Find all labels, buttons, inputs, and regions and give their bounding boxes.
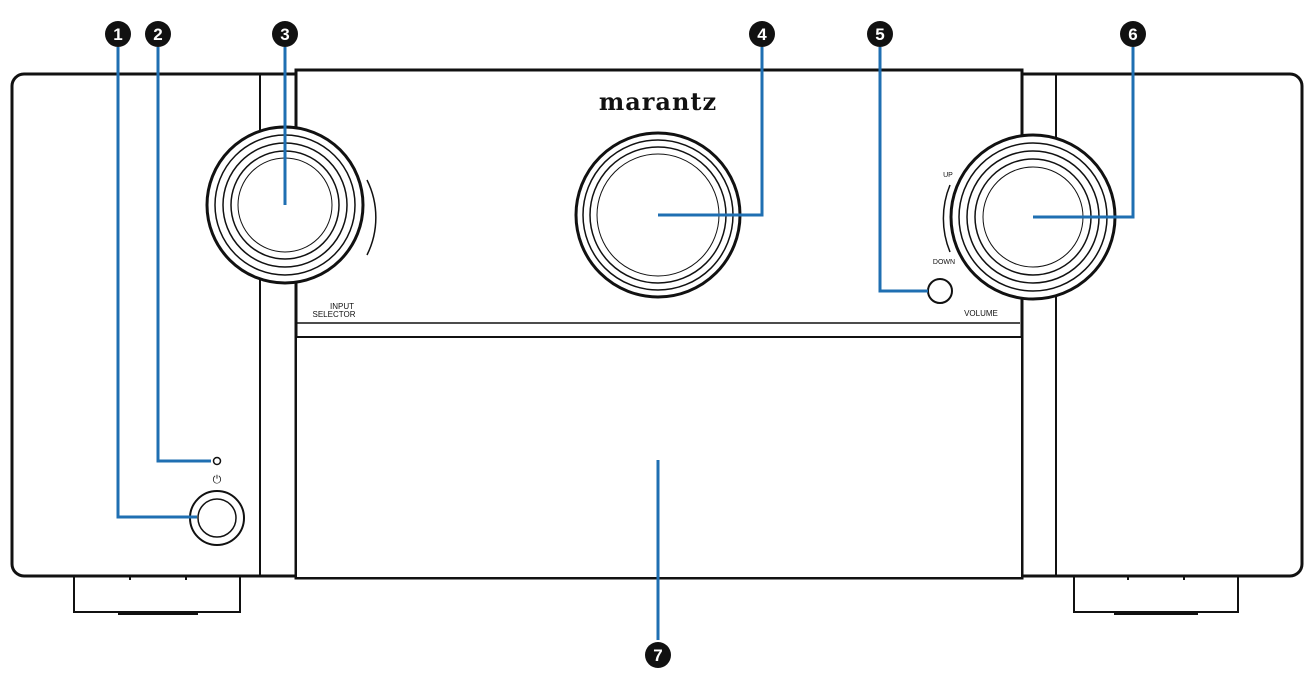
svg-text:3: 3 [280, 25, 289, 44]
callout-2: 2 [145, 21, 171, 47]
brand-logo: marantz [599, 87, 717, 116]
leader-line-2 [156, 47, 211, 463]
svg-text:5: 5 [875, 25, 884, 44]
svg-text:1: 1 [113, 25, 122, 44]
callout-7: 7 [645, 642, 671, 668]
right-foot [1073, 572, 1239, 615]
power-symbol-icon: ⏻ [213, 474, 222, 486]
callout-3: 3 [272, 21, 298, 47]
volume-label: VOLUME [964, 309, 998, 318]
input-selector-label-line1: INPUT [330, 302, 354, 311]
callout-6: 6 [1120, 21, 1146, 47]
left-foot [73, 572, 241, 615]
callout-1: 1 [105, 21, 131, 47]
leader-line-6 [1033, 47, 1135, 219]
callout-4: 4 [749, 21, 775, 47]
volume-arc [942, 184, 951, 253]
svg-text:6: 6 [1128, 25, 1137, 44]
svg-text:7: 7 [653, 646, 662, 665]
leader-line-1 [116, 47, 197, 519]
input-selector-label-line2: SELECTOR [313, 310, 356, 319]
callout-5: 5 [867, 21, 893, 47]
volume-up-label: UP [943, 172, 953, 179]
svg-text:2: 2 [153, 25, 162, 44]
small-round-button[interactable] [927, 278, 953, 304]
power-indicator [212, 456, 222, 466]
leader-line-4 [658, 47, 764, 217]
leader-lines [116, 47, 1135, 640]
svg-text:4: 4 [757, 25, 767, 44]
volume-down-label: DOWN [933, 259, 955, 266]
power-button[interactable] [189, 490, 245, 546]
input-selector-arc [366, 179, 377, 256]
leader-line-5 [878, 47, 928, 293]
